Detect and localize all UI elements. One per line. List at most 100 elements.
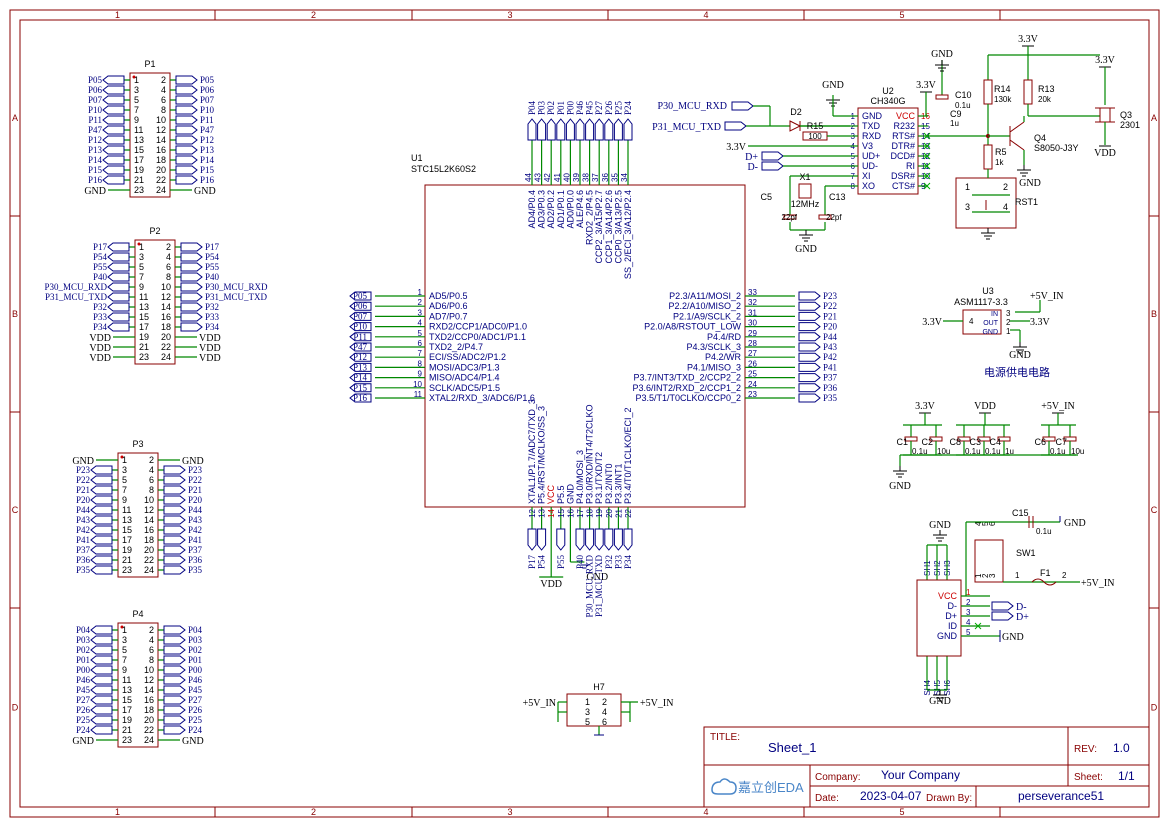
- power-net-label: GND: [795, 244, 817, 255]
- pin-name: DCD#: [890, 151, 915, 161]
- net-port: [102, 125, 125, 135]
- pin-number: 9: [139, 282, 144, 292]
- pin-number: 5: [966, 628, 971, 637]
- pin-number: 13: [139, 302, 149, 312]
- resistor-ref: R15: [807, 121, 824, 131]
- pin-number: 2: [966, 598, 971, 607]
- pin-name: P3.7/INT3/TXD_2/CCP2_2: [633, 373, 741, 383]
- column-label: 2: [311, 807, 316, 817]
- net-label: P11: [88, 115, 102, 125]
- net-label: P22: [76, 475, 90, 485]
- pin-number: 14: [144, 685, 154, 695]
- pin-number: 3: [139, 252, 144, 262]
- net-label: P34: [623, 555, 633, 570]
- pin-name: AD0/P0.0: [565, 190, 575, 229]
- net-label: P12: [200, 135, 214, 145]
- net-port: [798, 311, 821, 321]
- pin-number: 2: [166, 242, 171, 252]
- net-label: P14: [353, 373, 368, 383]
- net-label: P36: [823, 383, 838, 393]
- pin-name: SCLK/ADC5/P1.5: [429, 383, 500, 393]
- pin-name: TXD: [862, 121, 881, 131]
- net-label: P16: [353, 393, 368, 403]
- resistor-R5: [983, 144, 993, 170]
- no-connect-mark: [923, 182, 931, 190]
- rev-value: 1.0: [1113, 741, 1130, 755]
- pin-number: 9: [122, 665, 127, 675]
- header-ref: P1: [144, 59, 155, 69]
- net-port: [585, 118, 595, 141]
- net-port: [175, 75, 198, 85]
- net-port: [180, 242, 203, 252]
- net-label: P33: [613, 555, 623, 570]
- net-port: [175, 135, 198, 145]
- power-net-label: VDD: [1094, 148, 1116, 159]
- pin-number: 20: [144, 545, 154, 555]
- column-label: 3: [507, 10, 512, 20]
- pin-name: RI: [906, 161, 915, 171]
- net-port: [163, 625, 186, 635]
- pin-number: 14: [156, 135, 166, 145]
- net-label: P46: [76, 675, 91, 685]
- net-label: P05: [353, 291, 368, 301]
- net-port: [163, 705, 186, 715]
- pin-name: AD5/P0.5: [429, 291, 468, 301]
- net-label: P17: [93, 242, 108, 252]
- pin-name: VCC: [546, 484, 556, 504]
- pin-name: P3.0/RXD/INT4/T2CLKO: [585, 404, 595, 504]
- pin-number: 12: [156, 125, 166, 135]
- mcu-body: [424, 184, 746, 508]
- net-label: P11: [200, 115, 214, 125]
- net-port: [102, 175, 125, 185]
- net-label: P54: [93, 252, 108, 262]
- pin-number: 12: [528, 508, 537, 517]
- net-label: P55: [556, 555, 566, 570]
- net-port: [163, 655, 186, 665]
- pin-number: 15: [557, 508, 566, 517]
- cap-ref: C9: [950, 109, 962, 119]
- cap-value: 22pf: [781, 213, 797, 222]
- net-label: P23: [188, 465, 203, 475]
- net-port: [575, 528, 585, 551]
- pin-number: 8: [149, 485, 154, 495]
- pin-number: 13: [538, 508, 547, 517]
- pin-number: 15: [134, 145, 144, 155]
- pin-name: R232: [893, 121, 915, 131]
- net-port: [175, 95, 198, 105]
- pin-number: 42: [543, 173, 552, 182]
- pin-number: 1: [122, 455, 127, 465]
- pin-number: 23: [134, 185, 144, 195]
- cap-ref: C7: [1055, 437, 1067, 447]
- net-label: P42: [76, 525, 90, 535]
- pin-number: 1: [974, 573, 983, 578]
- net-port: [90, 535, 113, 545]
- net-port: [163, 685, 186, 695]
- column-label: 5: [899, 10, 904, 20]
- pin-name: TXD2_2/P4.7: [429, 342, 483, 352]
- pin-number: 19: [134, 165, 144, 175]
- net-label: P32: [604, 555, 614, 569]
- pin-number: 2: [1062, 571, 1067, 580]
- net-port: [175, 105, 198, 115]
- net-port: [349, 332, 372, 342]
- resistor-ref: R5: [995, 147, 1007, 157]
- net-port: [594, 528, 604, 551]
- pin-number: 24: [156, 185, 166, 195]
- pin-number: 24: [161, 352, 171, 362]
- pin-number: 24: [748, 380, 757, 389]
- pin-number: 22: [144, 555, 154, 565]
- pin-name: SS_2/ECI_3/A12/P2.4: [623, 190, 633, 279]
- net-label: P03: [188, 635, 203, 645]
- net-label: P02: [546, 101, 556, 115]
- pin-number: 14: [547, 508, 556, 517]
- net-label: P25: [188, 715, 203, 725]
- header-body: [129, 72, 171, 198]
- net-port: [798, 301, 821, 311]
- net-port: [613, 528, 623, 551]
- pin-name: P4.2/WR: [705, 352, 742, 362]
- net-label: P31_MCU_TXD: [205, 292, 268, 302]
- net-label: P37: [823, 373, 838, 383]
- power-net-label: GND: [1019, 178, 1041, 189]
- net-label: P42: [188, 525, 202, 535]
- pin-number: 2: [149, 455, 154, 465]
